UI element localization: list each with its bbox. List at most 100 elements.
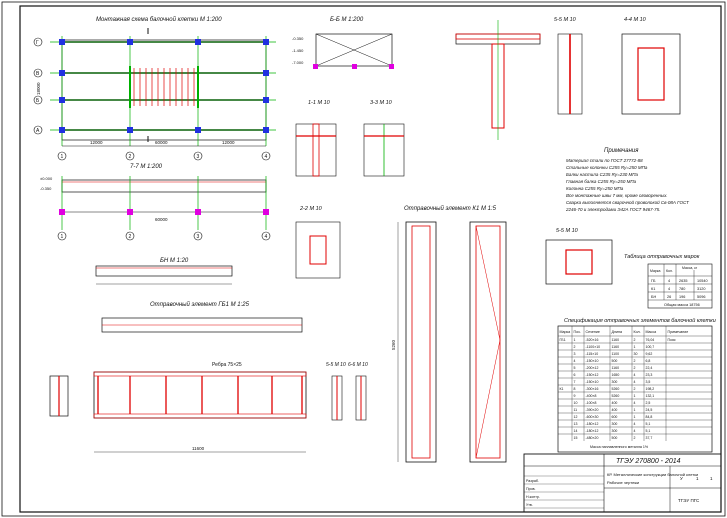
spec-cell: -400×8 bbox=[586, 394, 597, 398]
plan-title: Монтажная схема балочной клетки М 1:200 bbox=[96, 16, 222, 23]
axis-bubble bbox=[193, 151, 203, 161]
section-55-small-core bbox=[565, 249, 593, 275]
section-33: 3-3 М 10 bbox=[363, 100, 405, 177]
stamp-sheet: 1 bbox=[696, 476, 699, 481]
axis-label: 4 bbox=[265, 234, 268, 240]
beam-length-dim: 11600 bbox=[192, 446, 205, 451]
section-bb: Б-Б М 1:200 -0.350 -1.450 -7.000 bbox=[292, 17, 394, 69]
spec-cell: 2 bbox=[634, 338, 636, 342]
plan-total-dim: 60000 bbox=[155, 140, 168, 145]
support-node bbox=[127, 209, 133, 215]
spec-cell: 5,1 bbox=[646, 429, 651, 433]
note-line: Балки настила С235 Ry=230 МПа bbox=[566, 172, 638, 177]
column-node bbox=[127, 39, 133, 45]
table-cell: 4 bbox=[668, 287, 670, 291]
table-cell: ГБ bbox=[651, 279, 656, 283]
table-cell: 4 bbox=[668, 279, 670, 283]
section-11-title: 1-1 М 10 bbox=[308, 100, 331, 106]
elevation-title: 7-7 М 1:200 bbox=[130, 164, 163, 170]
column-side-web bbox=[475, 225, 501, 459]
spec-cell: 500 bbox=[612, 359, 618, 363]
notes-block: Примечания Материал стали по ГОСТ 27772-… bbox=[565, 148, 690, 212]
section-title: 5-5 М 10 bbox=[556, 228, 579, 234]
section-bb-cross bbox=[315, 33, 393, 67]
axis-label: 1 bbox=[61, 234, 64, 240]
axis-bubble bbox=[33, 95, 43, 105]
main-beam-view: Отправочный элемент ГБ1 М 1:25 Ребра 75×… bbox=[49, 301, 307, 453]
spec-cell: 4 bbox=[574, 359, 576, 363]
spec-cell: 6 bbox=[574, 373, 576, 377]
section-33-title: 3-3 М 10 bbox=[370, 100, 393, 106]
elevation-mark: -1.450 bbox=[292, 48, 304, 53]
stamp-sheets: 1 bbox=[710, 476, 713, 481]
axis-label: Г bbox=[36, 40, 39, 46]
table-cell: 196 bbox=[679, 295, 685, 299]
section-22-core bbox=[309, 235, 327, 265]
section-bb-title: Б-Б М 1:200 bbox=[330, 17, 364, 23]
spec-cell: 1 bbox=[634, 415, 636, 419]
spec-cell: 76,04 bbox=[646, 338, 655, 342]
spec-cell: 4 bbox=[634, 429, 636, 433]
stamp-code: ТГЭУ 270800 - 2014 bbox=[616, 458, 681, 465]
spec-cell: 100,7 bbox=[646, 345, 655, 349]
column-node bbox=[59, 39, 65, 45]
spec-cell: 1160 bbox=[612, 366, 620, 370]
axis-label: В bbox=[36, 71, 40, 77]
section-44-plate bbox=[621, 33, 681, 115]
spec-cell: 4 bbox=[634, 380, 636, 384]
spec-cell: 2 bbox=[634, 359, 636, 363]
marks-table-frame bbox=[647, 263, 713, 309]
spec-title: Спецификация отправочных элементов балоч… bbox=[564, 317, 716, 324]
spec-cell: -200×12 bbox=[586, 366, 599, 370]
column-brace bbox=[475, 339, 501, 459]
spec-cell: 300 bbox=[612, 422, 618, 426]
spec-cell: 198,2 bbox=[646, 387, 655, 391]
section-44-core bbox=[637, 47, 665, 101]
spec-cell: 132,1 bbox=[646, 394, 655, 398]
spec-header: Поз. bbox=[574, 330, 581, 334]
section-11-web bbox=[312, 123, 320, 177]
table-cell: 10540 bbox=[697, 279, 708, 283]
marks-table: Таблица отправочных марок Марка Кол. Мас… bbox=[624, 254, 713, 309]
spec-cell: 84,8 bbox=[646, 415, 653, 419]
support-node bbox=[313, 64, 318, 69]
spec-cell: 12 bbox=[574, 415, 578, 419]
table-cell: 2635 bbox=[679, 279, 687, 283]
spec-cell: 600 bbox=[612, 415, 618, 419]
section-title: 5-5 М 10 bbox=[326, 362, 346, 368]
floor-beam-body bbox=[95, 265, 233, 277]
spec-cell: 2 bbox=[634, 366, 636, 370]
note-line: 2246-70 и электродами Э42А ГОСТ 9467-75. bbox=[565, 207, 660, 212]
spec-header: Длина bbox=[612, 330, 623, 334]
spec-cell: -600×30 bbox=[586, 415, 599, 419]
column-head: 5-5 М 10 4-4 М 10 bbox=[455, 17, 681, 140]
table-header: Марка bbox=[650, 269, 660, 273]
column-side bbox=[469, 221, 507, 463]
spec-cell: 5260 bbox=[612, 387, 620, 391]
stamp-row: Утв. bbox=[526, 503, 533, 507]
spec-cell: -180×12 bbox=[586, 429, 599, 433]
spec-cell: 13 bbox=[574, 422, 578, 426]
axis-label: 2 bbox=[129, 234, 132, 240]
support-node bbox=[59, 209, 65, 215]
spec-cell: 10 bbox=[574, 401, 578, 405]
spec-cell: -520×16 bbox=[586, 338, 599, 342]
spec-cell: 5 bbox=[574, 366, 576, 370]
elevation-view: 7-7 М 1:200 ±0.000 -0.350 60000 1 2 3 4 bbox=[40, 164, 271, 241]
spec-cell: -1100×10 bbox=[586, 345, 601, 349]
beam-top-flange bbox=[93, 371, 307, 377]
section-title: 4-4 М 10 bbox=[624, 17, 647, 23]
spec-cell: 400 bbox=[612, 408, 618, 412]
section-55-small: 5-5 М 10 bbox=[545, 228, 613, 285]
spec-cell: ГБ1 bbox=[560, 338, 566, 342]
spec-cell: 4 bbox=[634, 422, 636, 426]
spec-cell: 1650 bbox=[612, 373, 620, 377]
plan-span-dim: 12000 bbox=[90, 140, 103, 145]
elevation-total-dim: 60000 bbox=[155, 217, 168, 222]
spec-cell: -480×20 bbox=[586, 436, 599, 440]
section-22-title: 2-2 М 10 bbox=[299, 206, 323, 212]
note-line: Главная балка С255 Ry=250 МПа bbox=[566, 179, 637, 184]
column-length-dim: 5260 bbox=[391, 339, 396, 350]
section-title: 6-6 М 10 bbox=[348, 362, 368, 368]
column-node bbox=[59, 127, 65, 133]
